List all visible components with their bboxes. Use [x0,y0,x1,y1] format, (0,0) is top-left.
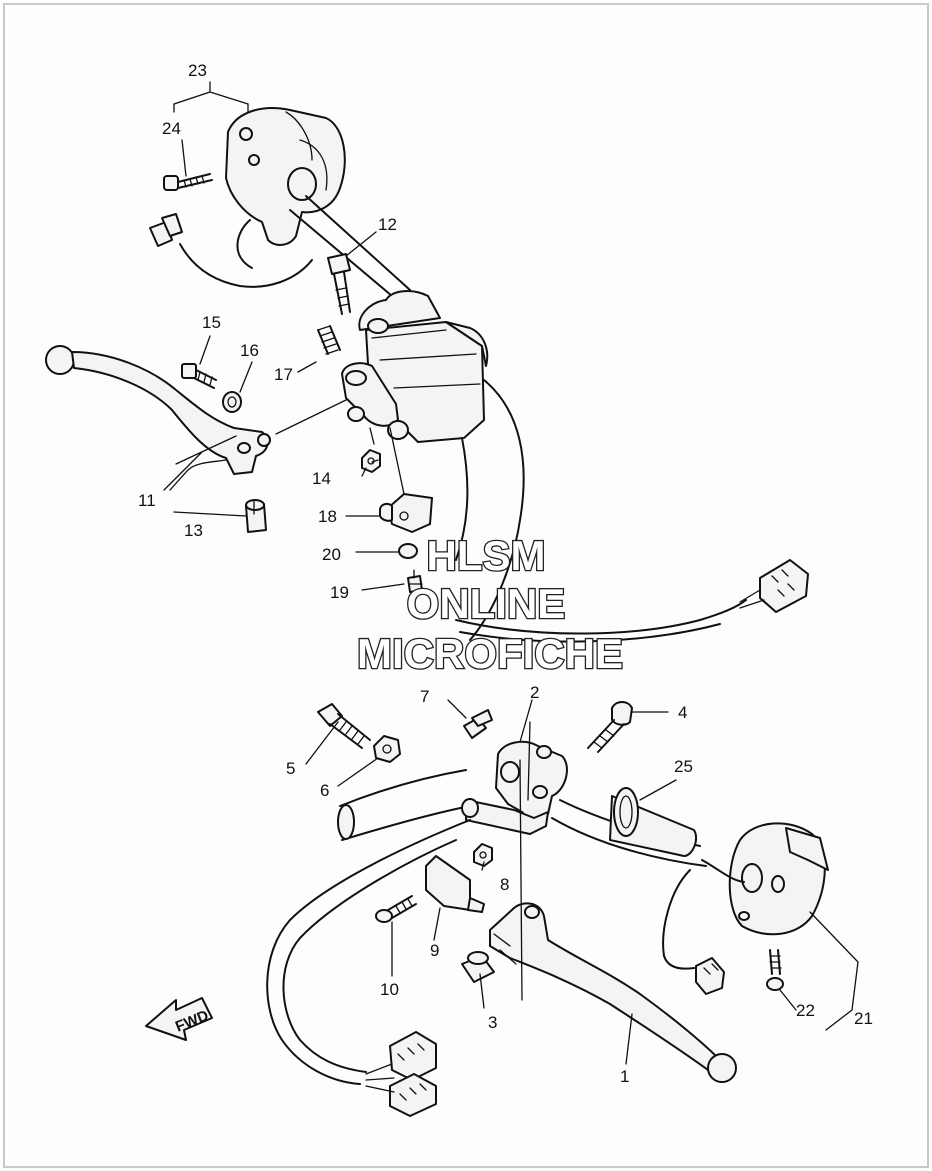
clutch-lever-holder-2 [461,740,568,835]
callout-3: 3 [488,1013,497,1032]
bolt-15 [181,363,217,389]
nut-8 [473,843,493,867]
brake-hose [455,379,525,641]
watermark-line-2: ONLINE [407,580,566,627]
fwd-arrow-icon: FWD [145,997,213,1041]
nut-14 [361,449,381,473]
diagram-frame [3,3,929,1168]
callout-4: 4 [678,703,687,722]
spring-17 [317,325,341,355]
callout-5: 5 [286,759,295,778]
screw-10 [375,895,417,923]
clutch-switch-9 [425,855,485,913]
washer-20 [398,543,418,559]
watermark-line-1: HLSM [427,532,546,579]
lower-connector [365,1031,437,1117]
upper-wire [455,599,747,643]
upper-connector [739,559,809,613]
bolt-12 [327,253,351,315]
callout-21: 21 [854,1009,873,1028]
callout-16: 16 [240,341,259,360]
callout-10: 10 [380,980,399,999]
callout-20: 20 [322,545,341,564]
brake-master-cylinder [341,290,489,443]
bushing-16 [222,391,242,413]
lower-wire [266,819,471,1085]
callout-9: 9 [430,941,439,960]
switch-terminal [149,213,183,247]
callout-12: 12 [378,215,397,234]
handlebar-tube [339,769,707,867]
callout-22: 22 [796,1001,815,1020]
collar-3 [461,951,495,983]
callout-18: 18 [318,507,337,526]
switch-wire [179,219,313,288]
callout-15: 15 [202,313,221,332]
handlebar-upper [289,195,411,297]
screw-19 [407,569,423,593]
bolt-7 [463,709,493,739]
right-handlebar-switch [728,822,829,936]
callout-6: 6 [320,781,329,800]
callout-19: 19 [330,583,349,602]
clutch-lever-1 [489,902,737,1083]
leader-lines [163,81,859,1065]
callout-8: 8 [500,875,509,894]
callout-14: 14 [312,469,331,488]
callout-25: 25 [674,757,693,776]
callout-1: 1 [620,1067,629,1086]
screw-22 [766,949,784,991]
handlebar-end [337,804,355,840]
callout-24: 24 [162,119,181,138]
bolt-4 [587,701,633,753]
brake-switch-18 [379,493,433,533]
left-handlebar-switch [225,107,346,246]
callout-7: 7 [420,687,429,706]
callout-11: 11 [138,491,156,510]
bolt-5 [317,703,371,749]
grip-25 [609,787,698,857]
callout-13: 13 [184,521,203,540]
callout-17: 17 [274,365,293,384]
callout-2: 2 [530,683,539,702]
right-switch-connector [695,957,725,995]
callout-23: 23 [188,61,207,80]
watermark-line-3: MICROFICHE [357,630,623,677]
screw-24 [163,173,213,191]
nut-6 [373,735,401,763]
right-switch-wire [662,859,745,970]
collar-13 [245,499,267,533]
